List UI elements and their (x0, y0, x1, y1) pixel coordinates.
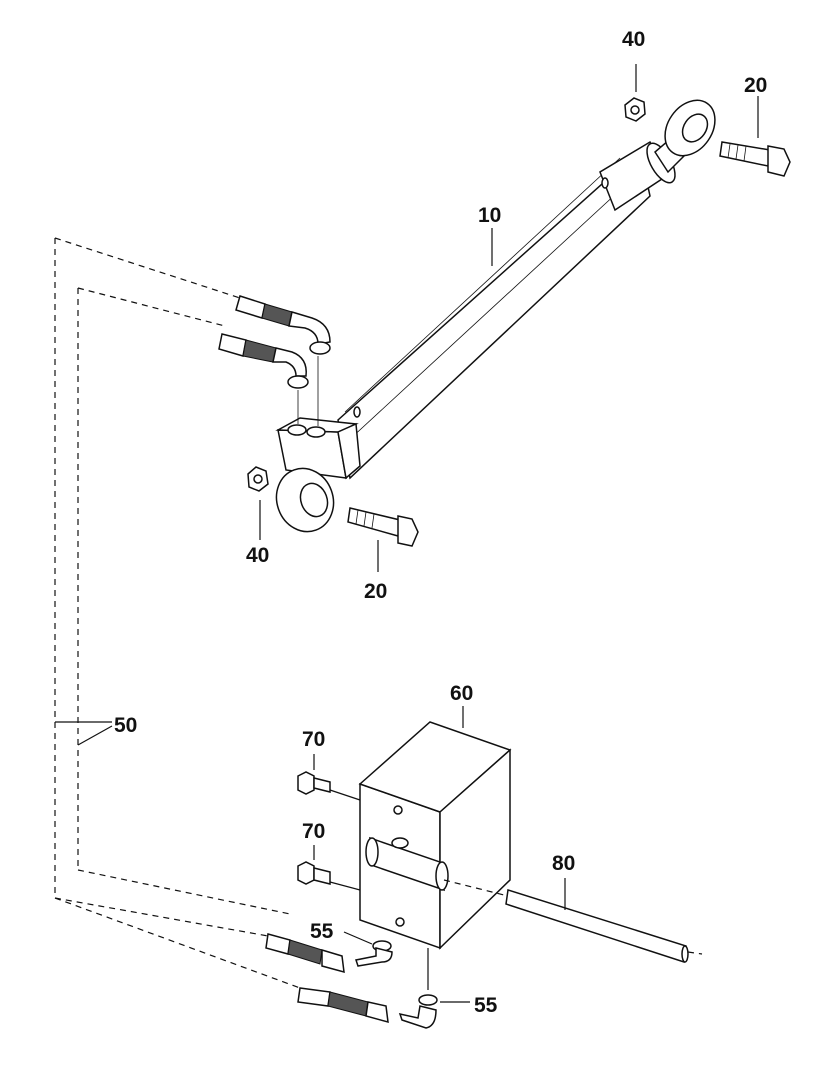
label-screw-top: 70 (302, 728, 325, 751)
bolt-top (719, 96, 791, 177)
bolt-bottom (347, 507, 419, 572)
label-bolt-bottom: 20 (364, 580, 387, 603)
valve-block (358, 706, 512, 990)
pin-rod (443, 878, 703, 963)
screw-top (297, 754, 361, 801)
label-pin: 80 (552, 852, 575, 875)
hose-lines (54, 238, 301, 989)
nut-top (624, 64, 646, 122)
elbow-fitting-right (398, 994, 470, 1029)
hose-assembly-top (54, 237, 331, 426)
label-elbow-left: 55 (310, 920, 334, 943)
label-cylinder: 10 (478, 204, 501, 227)
label-bolt-top: 20 (744, 74, 767, 97)
hose-assembly-bottom (265, 933, 389, 1024)
label-elbow-right: 55 (474, 994, 498, 1017)
hydraulic-cylinder (275, 99, 716, 533)
label-screw-bottom: 70 (302, 820, 325, 843)
nut-bottom (247, 466, 269, 540)
screw-bottom (297, 845, 361, 891)
elbow-fitting-left (343, 931, 393, 967)
label-nut-top: 40 (622, 28, 645, 51)
label-hoses: 50 (114, 714, 137, 737)
label-valve-block: 60 (450, 682, 473, 705)
label-nut-bottom: 40 (246, 544, 269, 567)
